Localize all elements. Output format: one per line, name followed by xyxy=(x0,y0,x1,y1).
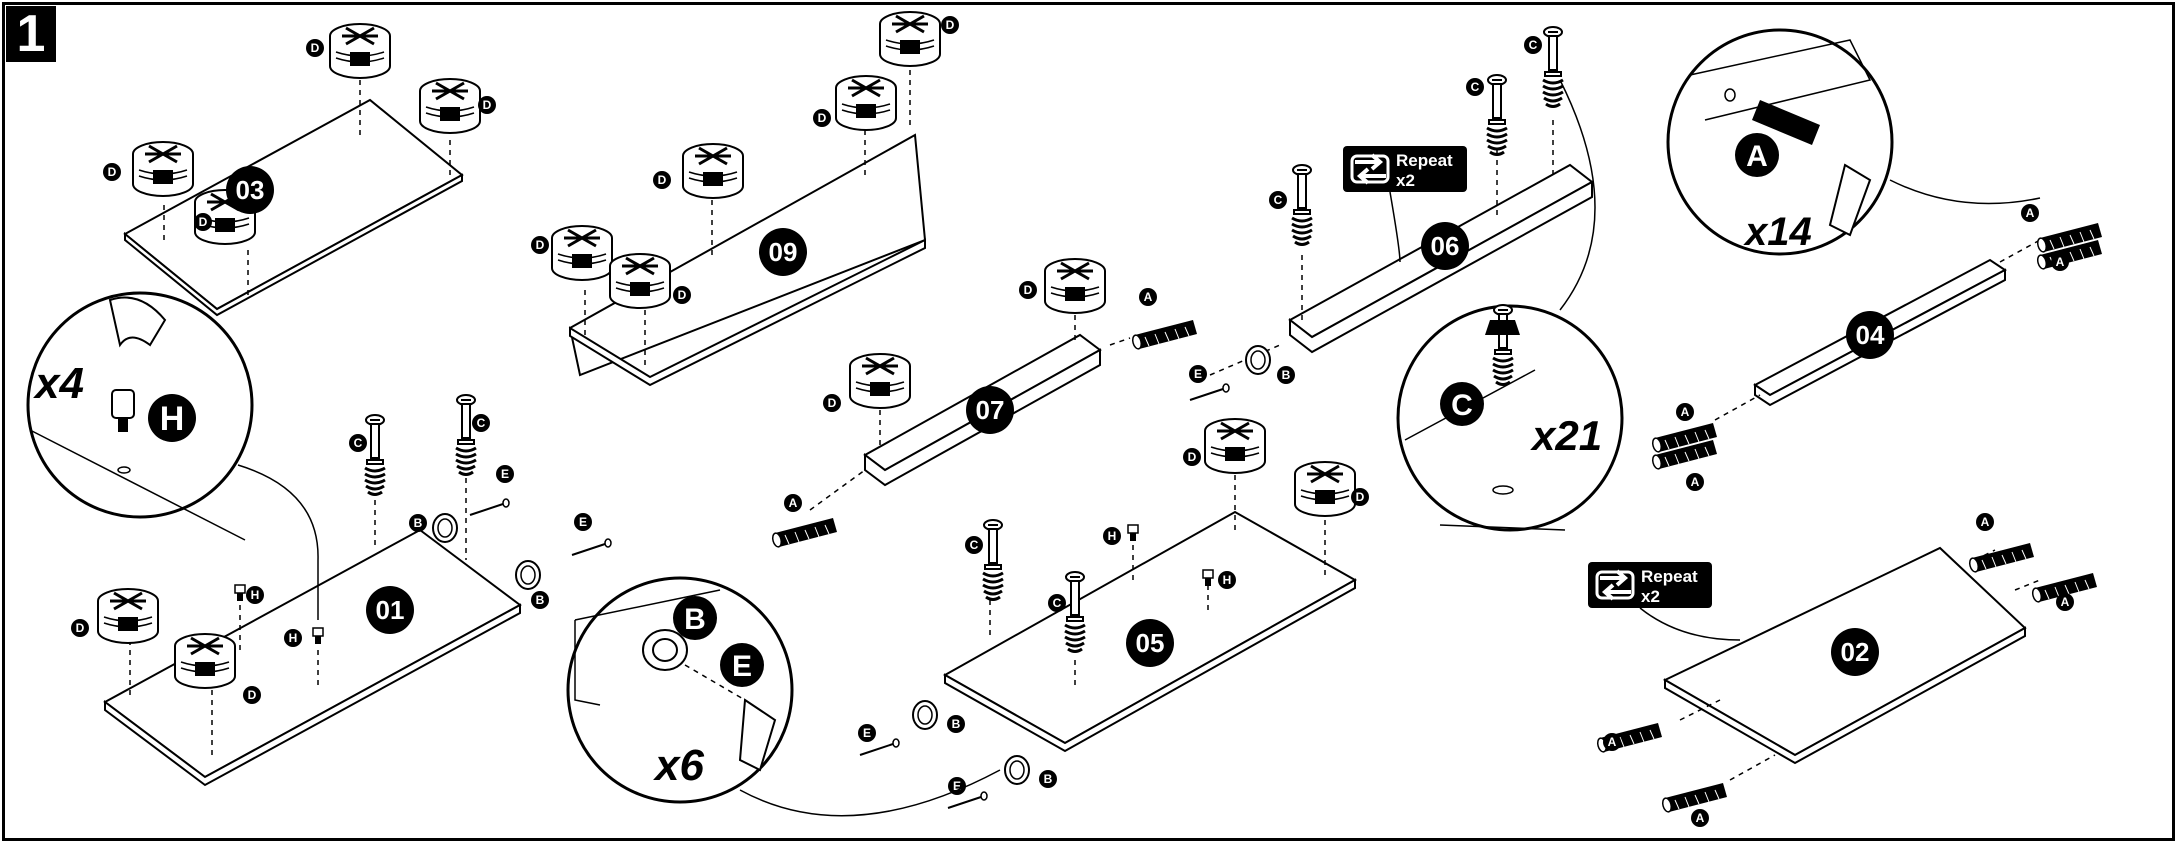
step-number-badge: 1 xyxy=(6,5,56,63)
svg-text:H: H xyxy=(1108,529,1117,543)
panel-04-group: 04 xyxy=(1650,222,2103,471)
svg-text:D: D xyxy=(76,621,85,635)
svg-text:A: A xyxy=(1691,475,1700,489)
svg-text:A: A xyxy=(1696,811,1705,825)
panel-03-group: 03 xyxy=(123,22,482,317)
svg-text:D: D xyxy=(828,396,837,410)
repeat-badge-2-line2: x2 xyxy=(1641,587,1660,606)
svg-text:A: A xyxy=(1681,405,1690,419)
panel-label-09: 09 xyxy=(769,237,798,267)
svg-text:A: A xyxy=(1608,735,1617,749)
svg-text:D: D xyxy=(1356,490,1365,504)
callout-b-letter: B xyxy=(684,603,706,636)
svg-text:A: A xyxy=(1981,515,1990,529)
repeat-badge-1: Repeat x2 xyxy=(1343,146,1467,263)
panel-label-03: 03 xyxy=(236,175,265,205)
svg-text:D: D xyxy=(1188,450,1197,464)
svg-text:C: C xyxy=(477,416,486,430)
svg-text:A: A xyxy=(2061,595,2070,609)
panel-label-05: 05 xyxy=(1136,628,1165,658)
repeat-badge-1-line1: Repeat xyxy=(1396,151,1453,170)
hardware-letter-tags: D D D D D D D D D D D H H C C B B E E D … xyxy=(71,16,2074,827)
panel-01-group: 01 xyxy=(96,393,612,787)
svg-text:A: A xyxy=(789,496,798,510)
panel-label-06: 06 xyxy=(1431,231,1460,261)
svg-text:H: H xyxy=(289,631,298,645)
svg-text:D: D xyxy=(818,111,827,125)
svg-text:C: C xyxy=(970,538,979,552)
repeat-badge-2: Repeat x2 xyxy=(1588,562,1741,641)
callout-be-multiplier: x6 xyxy=(653,741,704,790)
repeat-badge-2-line1: Repeat xyxy=(1641,567,1698,586)
svg-text:A: A xyxy=(2026,206,2035,220)
panel-label-02: 02 xyxy=(1841,637,1870,667)
svg-text:A: A xyxy=(2056,255,2065,269)
panel-label-04: 04 xyxy=(1856,320,1885,350)
panel-label-01: 01 xyxy=(376,595,405,625)
svg-text:H: H xyxy=(1223,573,1232,587)
svg-text:H: H xyxy=(251,588,260,602)
svg-text:B: B xyxy=(1044,772,1053,786)
svg-text:B: B xyxy=(952,717,961,731)
callout-a-letter: A xyxy=(1746,140,1768,173)
svg-text:C: C xyxy=(354,436,363,450)
svg-text:E: E xyxy=(953,779,961,793)
panel-02-group: 02 xyxy=(1595,542,2098,814)
callout-dowel: A x14 xyxy=(1666,28,2041,256)
repeat-badge-1-line2: x2 xyxy=(1396,171,1415,190)
svg-text:C: C xyxy=(1529,38,1538,52)
svg-text:A: A xyxy=(1144,290,1153,304)
callout-h-pin: H x4 xyxy=(26,291,319,620)
panel-label-07: 07 xyxy=(976,395,1005,425)
svg-text:E: E xyxy=(579,515,587,529)
svg-text:B: B xyxy=(1282,368,1291,382)
svg-text:D: D xyxy=(658,173,667,187)
callout-c-letter: C xyxy=(1451,389,1473,422)
svg-text:D: D xyxy=(678,288,687,302)
svg-text:D: D xyxy=(946,18,955,32)
panel-06-group: 06 xyxy=(1189,25,1594,401)
callout-cam-bolt: C x21 xyxy=(1396,79,1624,532)
svg-text:E: E xyxy=(1194,367,1202,381)
callout-washer-nail: B E x6 xyxy=(566,576,1001,817)
svg-text:D: D xyxy=(248,688,257,702)
svg-text:B: B xyxy=(414,516,423,530)
callout-h-multiplier: x4 xyxy=(33,359,84,408)
callout-a-multiplier: x14 xyxy=(1743,210,1812,254)
callout-h-letter: H xyxy=(160,400,185,438)
svg-text:C: C xyxy=(1053,596,1062,610)
svg-text:B: B xyxy=(536,593,545,607)
svg-text:C: C xyxy=(1471,80,1480,94)
svg-text:D: D xyxy=(483,98,492,112)
svg-text:E: E xyxy=(863,726,871,740)
panel-07-group: 07 xyxy=(770,257,1198,549)
panel-09-group: 09 xyxy=(550,10,942,387)
svg-text:D: D xyxy=(1024,283,1033,297)
svg-text:D: D xyxy=(311,41,320,55)
callout-e-letter: E xyxy=(732,650,752,683)
svg-text:D: D xyxy=(536,238,545,252)
callout-c-multiplier: x21 xyxy=(1530,412,1602,459)
panel-05-group: 05 xyxy=(859,417,1358,809)
svg-text:C: C xyxy=(1274,193,1283,207)
svg-text:D: D xyxy=(108,165,117,179)
svg-text:E: E xyxy=(501,467,509,481)
svg-text:D: D xyxy=(199,215,208,229)
